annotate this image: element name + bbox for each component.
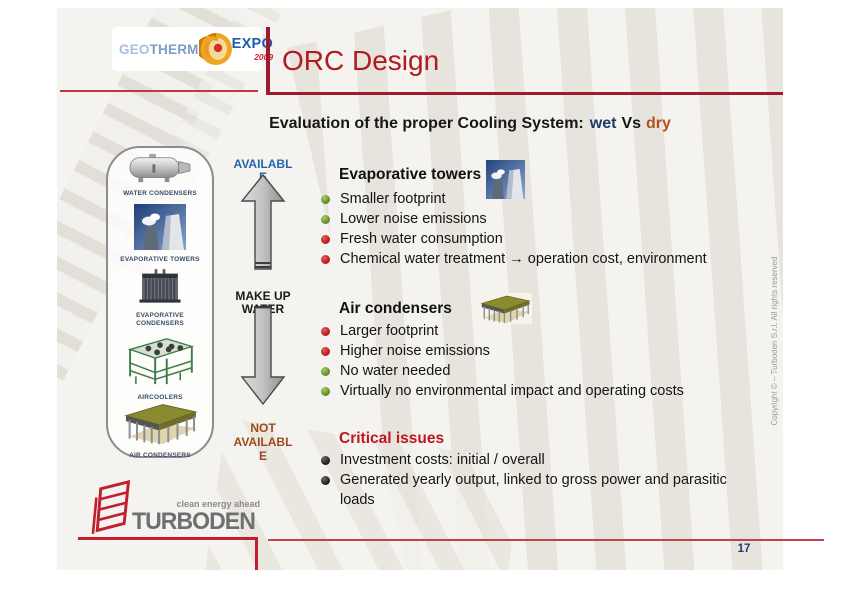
geothermal-globe-icon	[198, 33, 232, 65]
section-heading-evaporative-towers: Evaporative towers	[339, 166, 482, 183]
air-condenser-photo-icon	[478, 292, 532, 325]
green-bullet-icon	[321, 367, 330, 376]
green-bullet-icon	[321, 215, 330, 224]
bullet-item: Larger footprint	[318, 321, 684, 341]
section-heading-air-condensers: Air condensers	[339, 300, 452, 317]
bullet-item: No water needed	[318, 361, 684, 381]
equipment-item-evaporative-condensers: EVAPORATIVE CONDENSERS	[108, 268, 212, 328]
subtitle-lead: Evaluation of the proper Cooling System:	[269, 115, 584, 132]
green-bullet-icon	[321, 195, 330, 204]
down-arrow-icon	[240, 306, 286, 406]
bullet-item: Investment costs: initial / overall	[318, 450, 732, 470]
equipment-item-air-condensers: AIR CONDENSERS	[108, 400, 212, 460]
subtitle-vs: Vs	[621, 115, 642, 132]
equipment-panel: WATER CONDENSERS EVAPORATIVE TOWERS	[106, 146, 214, 460]
subtitle: Evaluation of the proper Cooling System:…	[240, 115, 700, 133]
turboden-tagline: clean energy ahead	[176, 499, 260, 509]
evaporative-tower-icon	[134, 204, 186, 250]
air-condenser-icon	[124, 404, 198, 445]
red-bullet-icon	[321, 347, 330, 356]
equipment-label: EVAPORATIVE TOWERS	[120, 256, 200, 263]
evaporative-towers-bullet-list: Smaller footprint Lower noise emissions …	[318, 189, 707, 269]
water-condenser-icon	[129, 153, 191, 183]
red-bullet-icon	[321, 255, 330, 264]
bullet-item: Smaller footprint	[318, 189, 707, 209]
subtitle-dry: dry	[646, 115, 671, 132]
bullet-item: Fresh water consumption	[318, 229, 707, 249]
header-divider-line	[60, 90, 258, 92]
copyright-text: Copyright © – Turboden S.r.l. All rights…	[770, 256, 779, 426]
evaporative-condenser-icon	[139, 269, 181, 303]
turboden-wordmark: TURBODEN	[132, 508, 256, 535]
red-bullet-icon	[321, 327, 330, 336]
equipment-item-evaporative-towers: EVAPORATIVE TOWERS	[108, 204, 212, 264]
page-title: ORC Design	[282, 45, 440, 76]
aircooler-icon	[127, 338, 195, 385]
bullet-item: Lower noise emissions	[318, 209, 707, 229]
equipment-label: AIR CONDENSERS	[129, 452, 191, 459]
footer-line	[268, 539, 824, 541]
logo-text-geo: GEO	[119, 41, 150, 57]
subtitle-wet: wet	[589, 115, 617, 132]
bullet-item: Generated yearly output, linked to gross…	[318, 470, 732, 510]
equipment-label: AIRCOOLERS	[137, 394, 183, 401]
page-number: 17	[737, 543, 751, 555]
section-heading-critical-issues: Critical issues	[339, 430, 445, 447]
equipment-label: EVAPORATIVE CONDENSERS	[136, 312, 184, 327]
up-arrow-icon	[240, 174, 286, 270]
turboden-red-line-horizontal	[78, 537, 258, 540]
logo-text-year: 2009	[254, 51, 274, 62]
turboden-logo-icon	[91, 479, 131, 534]
equipment-item-aircoolers: AIRCOOLERS	[108, 334, 212, 402]
logo-text-expo: EXPO	[231, 36, 274, 52]
not-available-label: NOT AVAILABL E	[233, 421, 293, 463]
bullet-item: Higher noise emissions	[318, 341, 684, 361]
black-bullet-icon	[321, 456, 330, 465]
logo-text-therm: THERM	[149, 41, 199, 57]
green-bullet-icon	[321, 387, 330, 396]
bullet-item: Virtually no environmental impact and op…	[318, 381, 684, 401]
critical-issues-bullet-list: Investment costs: initial / overall Gene…	[318, 450, 732, 510]
title-border-left	[266, 27, 270, 95]
air-condensers-bullet-list: Larger footprint Higher noise emissions …	[318, 321, 684, 401]
black-bullet-icon	[321, 476, 330, 485]
equipment-item-water-condensers: WATER CONDENSERS	[108, 153, 212, 198]
red-bullet-icon	[321, 235, 330, 244]
equipment-label: WATER CONDENSERS	[123, 190, 197, 197]
title-underline	[266, 92, 783, 95]
turboden-red-line-vertical	[255, 537, 258, 570]
evaporative-tower-photo-icon	[486, 160, 525, 199]
bullet-item: Chemical water treatment → operation cos…	[318, 249, 707, 269]
